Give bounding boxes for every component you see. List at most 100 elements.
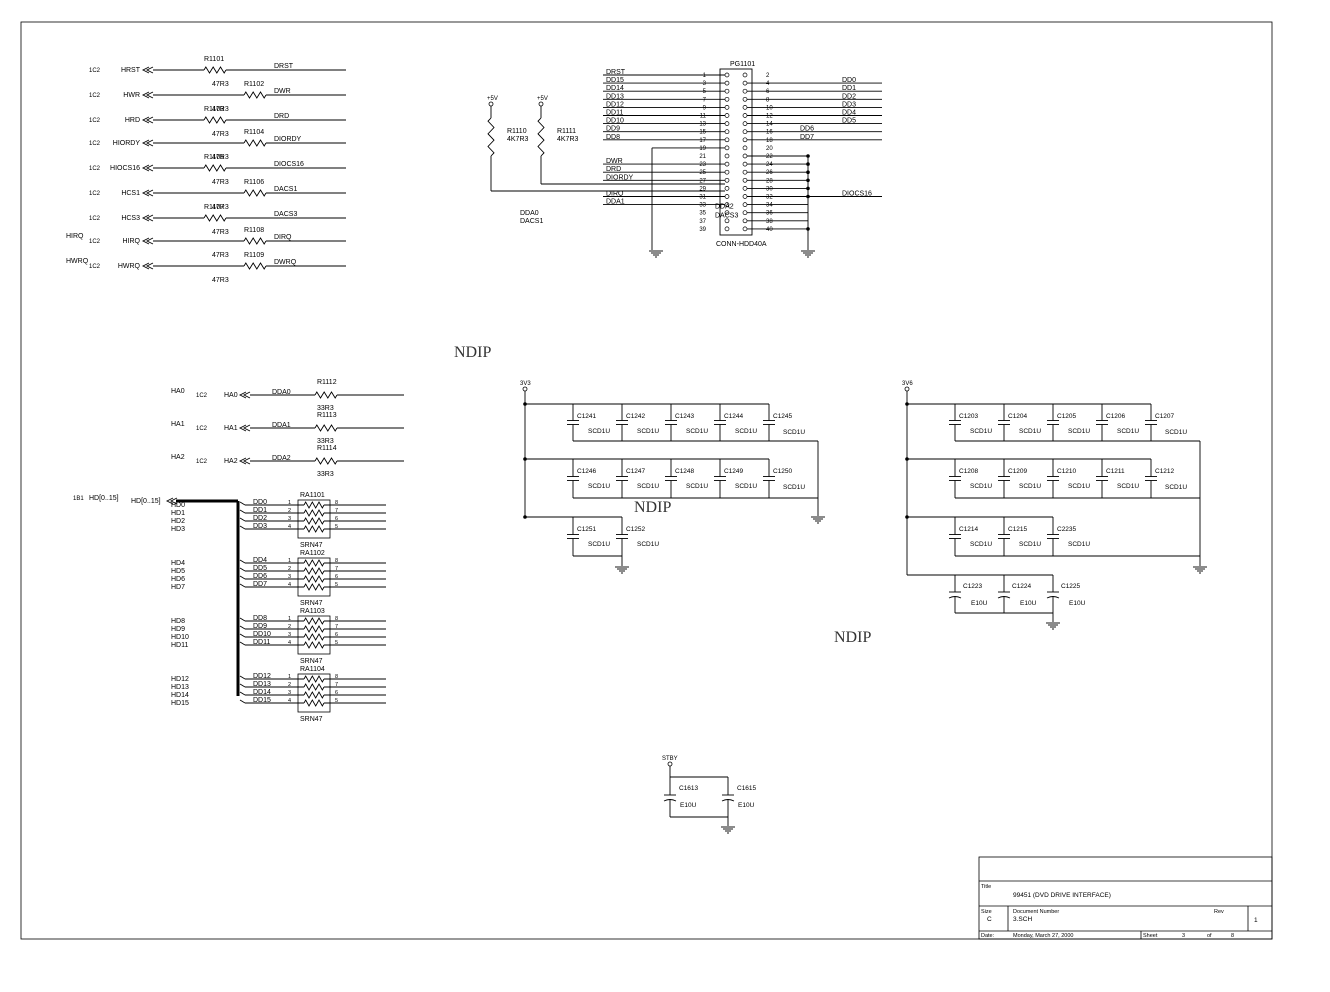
junction-dot [806, 178, 810, 183]
dd-net-label: DD3 [253, 523, 267, 530]
net-label: DRD [606, 166, 621, 173]
array-ref: RA1103 [300, 608, 325, 615]
capacitor-ref: C1208 [959, 468, 979, 475]
inner-net-label: DDA2 [715, 204, 734, 211]
sheet-border [20, 21, 1273, 940]
resistor-value: 33R3 [317, 405, 334, 412]
net-label: DDA1 [272, 422, 291, 429]
date-value: Monday, March 27, 2000 [1013, 933, 1073, 939]
port-label: HCS3 [121, 215, 140, 222]
capacitor-value: E10U [680, 802, 697, 809]
connector-pin [742, 105, 748, 110]
net-label: DIRQ [606, 191, 624, 198]
net-label: DD15 [606, 77, 624, 84]
connector-pin [742, 80, 748, 86]
net-label: DDA1 [606, 199, 625, 206]
bus-entry [239, 699, 246, 704]
connector-pin [724, 121, 730, 126]
capacitor-ref: C1207 [1155, 413, 1175, 420]
net-label: DIOCS16 [842, 191, 872, 198]
pin-number: 5 [335, 582, 338, 588]
connector-pin [724, 72, 730, 78]
pin-number: 8 [335, 500, 338, 506]
resistor-ref: R1110 [507, 128, 527, 135]
hd-net-label: HD7 [171, 584, 185, 591]
pin-number: 30 [766, 186, 773, 192]
connector-pin [724, 177, 730, 183]
resistor-value: 33R3 [317, 438, 334, 445]
watermark-2: NDIP [634, 499, 671, 516]
pin-number: 36 [766, 211, 773, 217]
resistor-value: 47R3 [212, 277, 229, 284]
resistor-addr [314, 424, 338, 432]
capacitor-value: E10U [738, 802, 755, 809]
hd-net-label: HD15 [171, 700, 189, 707]
junction-dot [905, 457, 909, 461]
resistor-ref: R1114 [317, 445, 337, 452]
pin-number: 35 [699, 211, 706, 217]
capacitor-value: SCD1U [637, 428, 659, 435]
capacitor-ref: C1212 [1155, 468, 1175, 475]
dd-net-label: DD5 [253, 565, 267, 572]
hd-net-label: HD13 [171, 684, 189, 691]
pin-number: 20 [766, 146, 773, 152]
net-label: DD1 [842, 85, 856, 92]
port-arrow [238, 457, 251, 465]
pin-number: 6 [335, 632, 338, 638]
resistor-R1107 [203, 214, 227, 222]
capacitor-ref: C1244 [724, 413, 744, 420]
capacitor-value: E10U [1020, 600, 1037, 607]
sheet-label: Sheet [1143, 933, 1158, 939]
pin-number: 1 [288, 500, 291, 506]
pin-number: 37 [699, 219, 706, 225]
resistor-value: 33R3 [317, 471, 334, 478]
net-label: DACS1 [274, 186, 297, 193]
dd-net-label: DD15 [253, 697, 271, 704]
capacitor-value: SCD1U [637, 541, 659, 548]
pin-number: 8 [766, 97, 770, 103]
pin-number: 2 [288, 624, 291, 630]
connector-pin [724, 88, 730, 94]
rev-value: 1 [1254, 917, 1258, 924]
pin-number: 1 [288, 616, 291, 622]
junction-dot [523, 457, 527, 461]
external-net-label: HIRQ [66, 233, 84, 240]
pin-number: 4 [288, 640, 291, 646]
pin-number: 13 [699, 122, 706, 128]
resistor-array-body [297, 499, 331, 539]
pin-number: 3 [703, 81, 707, 87]
pin-number: 24 [766, 162, 773, 168]
pin-number: 12 [766, 114, 773, 120]
sheet-ref-tag: 1C2 [196, 426, 208, 432]
net-label: DRD [274, 113, 289, 120]
hd-net-label: HD14 [171, 692, 189, 699]
connector-pin [724, 226, 730, 232]
pin-number: 22 [766, 154, 773, 160]
sheet-ref-tag: 1C2 [89, 239, 101, 245]
resistor-ref: R1108 [244, 227, 264, 234]
capacitor-value: SCD1U [1117, 428, 1139, 435]
connector-pin [742, 72, 748, 78]
bus-entry [239, 633, 246, 638]
port-label: HCS1 [121, 190, 140, 197]
net-label: DIORDY [606, 174, 634, 181]
pin-number: 17 [699, 138, 706, 144]
external-net-label: HA2 [171, 454, 185, 461]
port-label: HA2 [224, 458, 238, 465]
dd-net-label: DD13 [253, 681, 271, 688]
net-label: DIOCS16 [274, 161, 304, 168]
array-element [303, 525, 325, 533]
of-label: of [1207, 933, 1212, 939]
bus-entry [239, 617, 246, 622]
bus-entry [239, 583, 246, 588]
pin-number: 8 [335, 558, 338, 564]
capacitor-value: SCD1U [1117, 483, 1139, 490]
resistor-R1106 [243, 189, 267, 197]
connector-pin [724, 96, 730, 102]
port-label: HWRQ [118, 263, 141, 270]
sheet-ref-tag: 1B1 [73, 496, 84, 502]
array-element [303, 691, 325, 699]
external-net-label: HA1 [171, 421, 185, 428]
pin-number: 6 [335, 516, 338, 522]
capacitor-value: SCD1U [1068, 541, 1090, 548]
